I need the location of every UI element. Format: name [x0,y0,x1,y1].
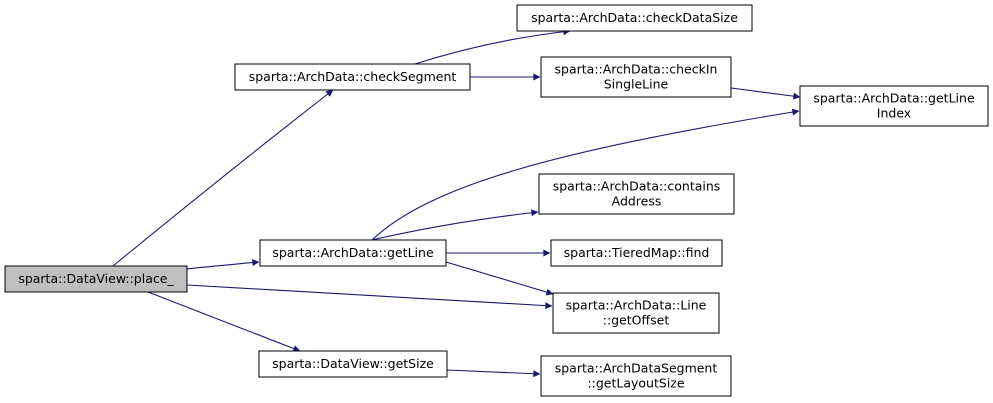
node-box-getLineIndex[interactable] [799,85,989,127]
node-label-contains: sparta::ArchData::contains [553,179,721,194]
node-box-getLine[interactable] [259,239,447,267]
node-checkSegment[interactable]: sparta::ArchData::checkSegment [234,63,471,91]
node-label-checkDataSize: sparta::ArchData::checkDataSize [531,10,738,25]
node-box-place[interactable] [4,265,188,293]
node-box-checkSegment[interactable] [234,63,471,91]
edge-place-getOffset [186,284,553,310]
edge-getLine-getOffset [445,261,554,296]
edge-arrow-getLine-contains [371,209,539,241]
node-box-getLayoutSize[interactable] [540,355,732,397]
edge-arrow-place-getLine [186,259,260,270]
node-label-place: sparta::DataView::place_ [18,271,174,286]
node-getLine[interactable]: sparta::ArchData::getLine [259,239,447,267]
edge-arrow-place-checkSegment [112,89,334,267]
node-box-contains[interactable] [538,173,735,215]
node-label-find: sparta::TieredMap::find [564,245,710,260]
node-box-find[interactable] [550,239,723,267]
node-box-getOffset[interactable] [552,292,720,334]
edge-getLine-contains [371,209,539,241]
node-label-checkSegment: sparta::ArchData::checkSegment [249,69,457,84]
edge-place-getLine [186,259,260,270]
edge-place-checkSegment [112,89,334,267]
edge-arrow-getLine-getOffset [445,261,554,296]
node-getSize[interactable]: sparta::DataView::getSize [258,350,448,378]
edge-checkSegment-checkDataSize [414,28,571,65]
edge-arrow-place-getOffset [186,284,553,310]
node-find[interactable]: sparta::TieredMap::find [550,239,723,267]
edge-checkIn-getLineIndex [730,87,801,100]
edge-arrow-getLine-getLineIndex [371,108,800,241]
node-label-getLayoutSize: sparta::ArchDataSegment [555,361,718,376]
node-label-getOffset: ::getOffset [603,313,670,328]
node-label-checkIn: SingleLine [604,77,669,92]
node-label-getSize: sparta::DataView::getSize [272,356,434,371]
node-checkDataSize[interactable]: sparta::ArchData::checkDataSize [516,4,753,32]
edge-getLine-getLineIndex [371,108,800,241]
node-label-checkIn: sparta::ArchData::checkIn [555,62,718,77]
node-box-getSize[interactable] [258,350,448,378]
edge-getSize-getLayoutSize [446,369,541,378]
node-box-checkDataSize[interactable] [516,4,753,32]
node-label-getLine: sparta::ArchData::getLine [272,245,434,260]
node-getLayoutSize[interactable]: sparta::ArchDataSegment::getLayoutSize [540,355,732,397]
nodes-layer: sparta::DataView::place_sparta::ArchData… [4,4,989,397]
node-label-getLineIndex: sparta::ArchData::getLine [813,91,975,106]
node-place[interactable]: sparta::DataView::place_ [4,265,188,293]
edge-place-getSize [147,291,301,352]
node-label-contains: Address [612,194,662,209]
edge-arrow-place-getSize [147,291,301,352]
node-label-getLayoutSize: ::getLayoutSize [587,376,684,391]
node-getOffset[interactable]: sparta::ArchData::Line::getOffset [552,292,720,334]
edge-arrow-checkIn-getLineIndex [730,87,801,100]
edge-arrow-getSize-getLayoutSize [446,369,541,378]
node-label-getOffset: sparta::ArchData::Line [566,298,707,313]
edge-arrow-checkSegment-checkDataSize [414,28,571,65]
node-box-checkIn[interactable] [540,56,732,98]
edges-layer [112,28,801,378]
node-label-getLineIndex: Index [877,106,911,121]
